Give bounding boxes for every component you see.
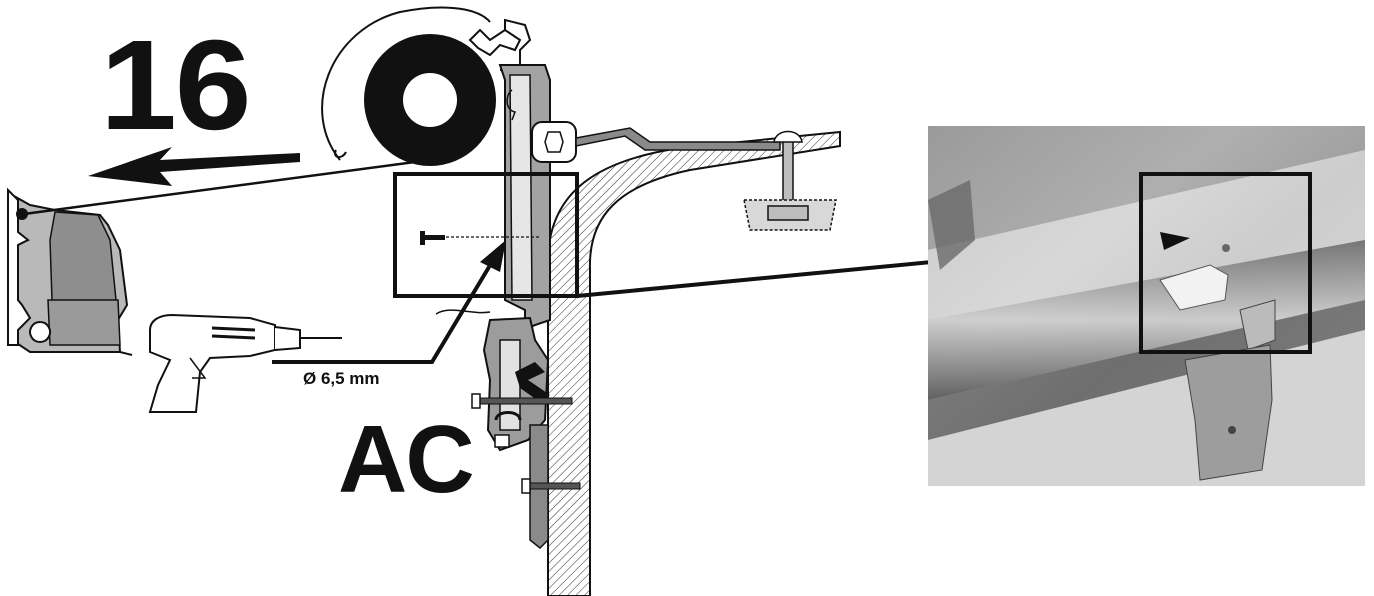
drill-pointer-arrow (272, 240, 506, 364)
drill-size-label: Ø 6,5 mm (303, 369, 380, 388)
drill-icon (148, 313, 342, 413)
photo-arrowhead (1160, 232, 1190, 250)
awning-end-cap-icon (7, 187, 133, 356)
detail-frame (393, 172, 579, 298)
photo-detail-frame (1139, 172, 1312, 354)
step-number: 16 (100, 14, 252, 157)
variant-label: AC (338, 406, 475, 513)
screw-icon (420, 231, 540, 245)
arrow-left-icon (88, 147, 300, 186)
detail-photo (928, 126, 1365, 486)
awning-roll-icon (321, 6, 496, 166)
rail-profile (435, 18, 841, 596)
leader-line-cap (23, 158, 431, 216)
